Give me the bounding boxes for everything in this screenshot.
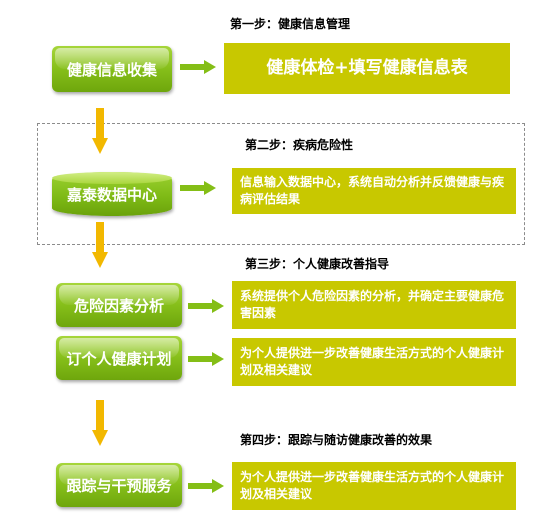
step-4-title: 第四步：跟踪与随访健康改善的效果: [240, 433, 433, 447]
step-3b-detail: 为个人提供进一步改善健康生活方式的个人健康计划及相关建议: [240, 346, 505, 377]
step-3a-detail: 系统提供个人危险因素的分析，并确定主要健康危害因素: [240, 289, 505, 320]
risk-factor-analysis-label: 危险因素分析: [73, 296, 164, 315]
arrow-down-icon: [92, 222, 108, 268]
arrow-right-icon: [180, 60, 216, 74]
tracking-intervention-label: 跟踪与干预服务: [66, 476, 172, 495]
step-2-detail: 信息输入数据中心，系统自动分析并反馈健康与疾病评估结果: [240, 175, 505, 206]
step-1-detail-box: 健康体检+填写健康信息表: [224, 43, 510, 94]
step-4-detail: 为个人提供进一步改善健康生活方式的个人健康计划及相关建议: [240, 470, 505, 501]
personal-health-plan-label: 订个人健康计划: [66, 349, 172, 368]
step-2-title: 第二步：疾病危险性: [245, 138, 354, 152]
health-info-collect-button: 健康信息收集: [52, 46, 172, 92]
data-center-label: 嘉泰数据中心: [66, 185, 157, 204]
step-4-detail-box: 为个人提供进一步改善健康生活方式的个人健康计划及相关建议: [232, 462, 516, 510]
step-3b-detail-box: 为个人提供进一步改善健康生活方式的个人健康计划及相关建议: [232, 338, 516, 386]
arrow-down-icon: [92, 108, 108, 154]
data-center-cylinder: 嘉泰数据中心: [52, 172, 172, 216]
health-info-collect-label: 健康信息收集: [66, 60, 157, 79]
step-2-frame: [37, 123, 525, 245]
tracking-intervention-button: 跟踪与干预服务: [56, 463, 182, 507]
step-3a-detail-box: 系统提供个人危险因素的分析，并确定主要健康危害因素: [232, 281, 516, 329]
arrow-right-icon: [188, 299, 224, 313]
arrow-down-icon: [92, 400, 108, 446]
step-1-detail: 健康体检+填写健康信息表: [266, 58, 468, 78]
personal-health-plan-button: 订个人健康计划: [56, 336, 182, 380]
step-3-title: 第三步：个人健康改善指导: [245, 257, 390, 271]
step-2-detail-box: 信息输入数据中心，系统自动分析并反馈健康与疾病评估结果: [232, 168, 516, 214]
step-1-title: 第一步：健康信息管理: [230, 17, 351, 31]
arrow-right-icon: [188, 352, 224, 366]
risk-factor-analysis-button: 危险因素分析: [56, 283, 182, 327]
arrow-right-icon: [188, 479, 224, 493]
arrow-right-icon: [180, 181, 216, 195]
